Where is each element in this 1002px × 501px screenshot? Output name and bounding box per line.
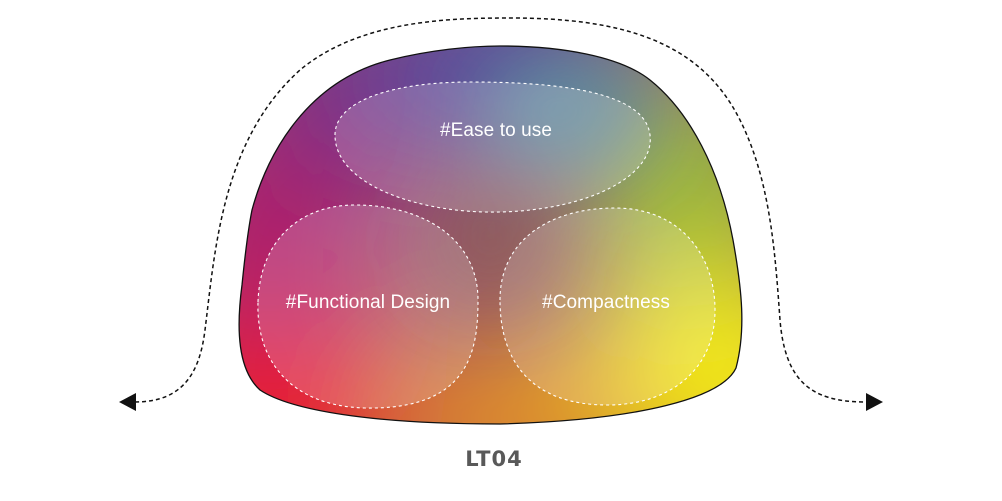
arrowhead-left-icon [119, 393, 136, 411]
feature-label-ease-to-use: #Ease to use [439, 120, 553, 141]
arrowhead-right-icon [866, 393, 883, 411]
dashed-arrow-path [134, 17, 866, 403]
model-label: LT04 [465, 447, 523, 471]
feature-blob-left [257, 204, 479, 409]
dome-outline [238, 45, 743, 425]
feature-label-functional-design: #Functional Design [285, 292, 451, 313]
feature-blob-right [499, 207, 716, 406]
feature-label-compactness: #Compactness [542, 292, 670, 313]
feature-blob-top [334, 81, 651, 213]
dome-gradient [239, 46, 742, 424]
